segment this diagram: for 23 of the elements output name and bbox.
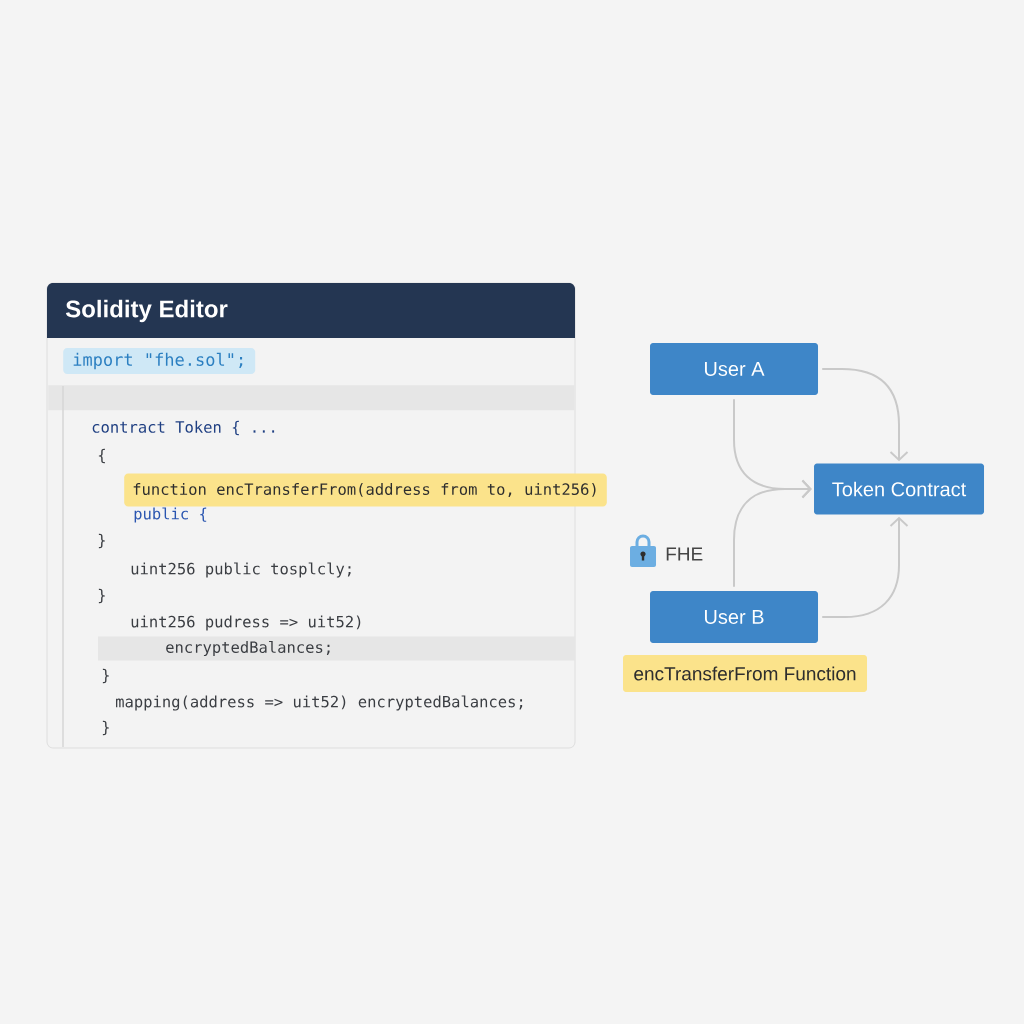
arrow bbox=[821, 368, 909, 462]
code-line: } bbox=[102, 668, 109, 684]
code-line: } bbox=[98, 533, 105, 549]
label: FHE bbox=[666, 547, 703, 561]
title-bar: Solidity Editor bbox=[47, 283, 575, 338]
label-tag: encTransferFrom Function bbox=[623, 655, 867, 692]
code-line: contract Token { ... bbox=[92, 420, 275, 436]
code-line: public { bbox=[134, 507, 207, 523]
line-highlight: encryptedBalances; bbox=[98, 636, 575, 661]
code-line: } bbox=[102, 720, 109, 736]
line-highlight bbox=[48, 385, 575, 411]
code-line: mapping(address => uit52) encryptedBalances; bbox=[116, 695, 523, 711]
process-box: User A bbox=[650, 343, 818, 395]
code-highlight: function encTransferFrom(address from to, uint256) bbox=[124, 473, 607, 507]
code-highlight: import "fhe.sol"; bbox=[63, 348, 256, 374]
arrow bbox=[733, 479, 812, 588]
arrow bbox=[821, 516, 909, 618]
process-box: User B bbox=[650, 591, 818, 643]
process-box: Token Contract bbox=[814, 463, 984, 515]
code-line: uint256 pudress => uit52) bbox=[131, 615, 361, 631]
code-line: { bbox=[98, 448, 105, 464]
code-line: } bbox=[98, 588, 105, 604]
code-line: uint256 public tosplcly; bbox=[131, 562, 351, 578]
